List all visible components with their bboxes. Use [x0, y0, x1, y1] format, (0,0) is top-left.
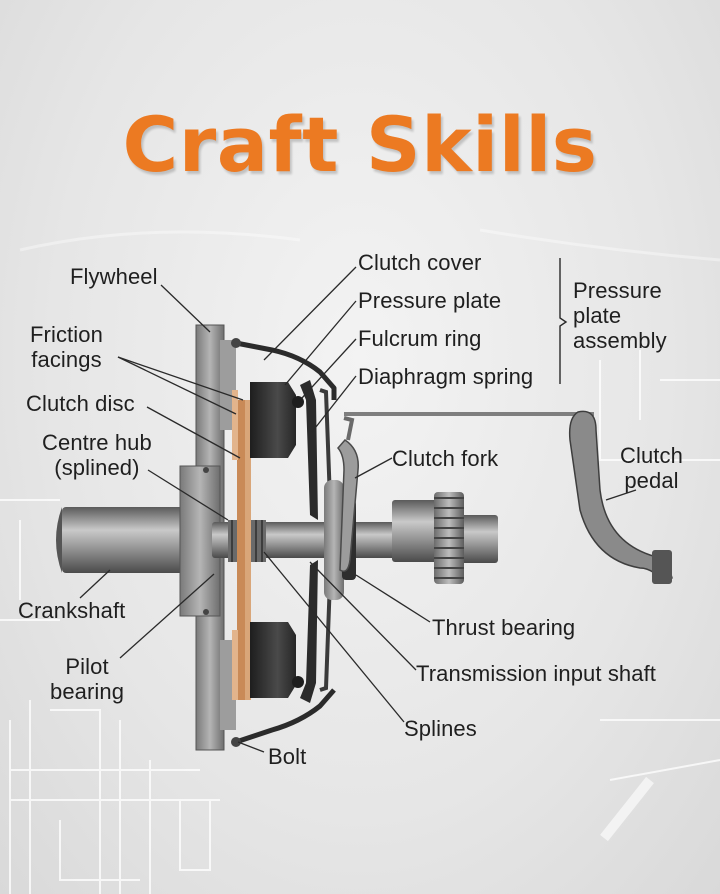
- label-diaphragm-spring: Diaphragm spring: [358, 364, 534, 389]
- label-centre-hub: Centre hub (splined): [42, 430, 152, 480]
- leader-lines: [79, 266, 637, 753]
- label-clutch-fork: Clutch fork: [392, 446, 499, 471]
- page-title: Craft Skills: [122, 100, 598, 189]
- clutch-pedal-part: [568, 410, 673, 584]
- gear-part: [434, 492, 464, 584]
- label-friction-facings: Friction facings: [30, 322, 103, 372]
- label-clutch-disc: Clutch disc: [26, 391, 135, 416]
- label-pressure-plate: Pressure plate: [358, 288, 502, 313]
- label-fulcrum-ring: Fulcrum ring: [358, 326, 482, 351]
- label-bolt: Bolt: [268, 744, 307, 769]
- label-pressure-plate-assembly: Pressure plate assembly: [573, 278, 667, 353]
- diaphragm-spring-part: [300, 380, 318, 703]
- label-crankshaft: Crankshaft: [18, 598, 126, 623]
- pressure-plate-part: [250, 382, 304, 698]
- blueprint-background: [0, 228, 720, 894]
- clutch-disc-part: [232, 390, 251, 700]
- assembly-bracket: [559, 258, 568, 384]
- label-splines: Splines: [404, 716, 477, 741]
- label-clutch-pedal: Clutch pedal: [620, 443, 683, 493]
- clutch-fork-part: [337, 439, 359, 572]
- label-thrust-bearing: Thrust bearing: [432, 615, 576, 640]
- label-clutch-cover: Clutch cover: [358, 250, 482, 275]
- crankshaft-end: [56, 507, 62, 573]
- label-pilot-bearing: Pilot bearing: [50, 654, 125, 704]
- crankshaft-shaft: [62, 507, 202, 573]
- label-flywheel: Flywheel: [70, 264, 158, 289]
- label-transmission-input-shaft: Transmission input shaft: [416, 661, 657, 686]
